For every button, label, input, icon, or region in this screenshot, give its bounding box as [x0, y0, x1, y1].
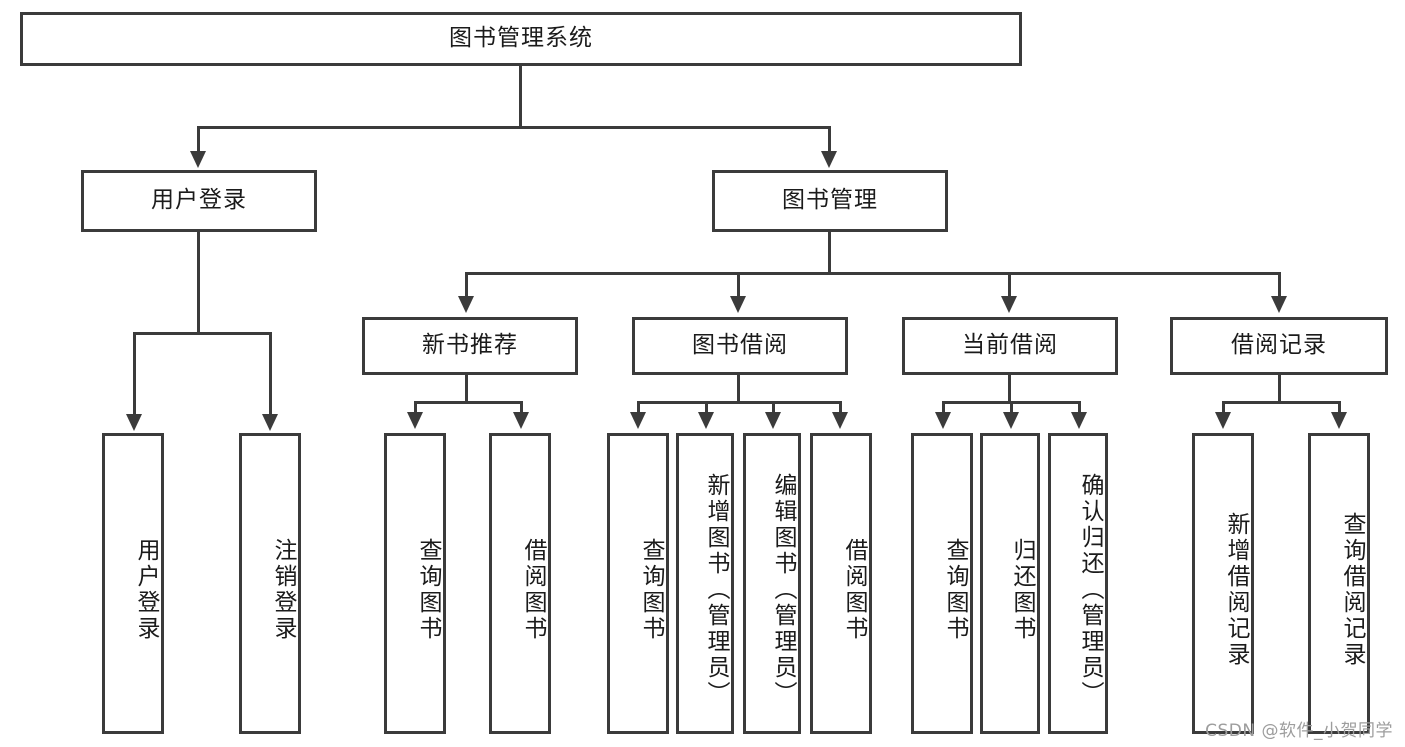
edge-level1-bar	[197, 126, 831, 129]
leaf-new-book-2[interactable]: 借阅图书	[489, 433, 551, 734]
edge-borrow-record-leaf-2	[1338, 401, 1341, 414]
arrow-current-borrow-leaf-2	[1003, 412, 1019, 429]
node-current-borrow-label: 当前借阅	[962, 332, 1058, 359]
edge-book-borrow-leaf-bar	[637, 401, 842, 404]
arrow-to-current-borrow	[1001, 296, 1017, 313]
edge-new-book-leaf-2	[520, 401, 523, 414]
leaf-user-login-2-label: 注销登录	[270, 537, 296, 642]
leaf-current-borrow-1[interactable]: 查询图书	[911, 433, 973, 734]
arrow-borrow-record-leaf-1	[1215, 412, 1231, 429]
edge-new-book-stem	[465, 375, 468, 403]
node-borrow-record[interactable]: 借阅记录	[1170, 317, 1388, 375]
leaf-new-book-1-label: 查询图书	[415, 537, 441, 642]
node-root-label: 图书管理系统	[449, 25, 593, 52]
edge-level2-bar	[465, 272, 1281, 275]
leaf-borrow-record-2[interactable]: 查询借阅记录	[1308, 433, 1370, 734]
leaf-borrow-record-1[interactable]: 新增借阅记录	[1192, 433, 1254, 734]
node-current-borrow[interactable]: 当前借阅	[902, 317, 1118, 375]
edge-to-book-manage	[828, 126, 831, 154]
arrow-to-borrow-record	[1271, 296, 1287, 313]
leaf-current-borrow-3[interactable]: 确认归还（管理员）	[1048, 433, 1108, 734]
edge-current-borrow-leaf-3	[1078, 401, 1081, 414]
arrow-user-login-leaf-1	[126, 414, 142, 431]
edge-to-book-borrow	[737, 272, 740, 298]
edge-user-login-leaf-1	[133, 332, 136, 416]
edge-to-borrow-record	[1278, 272, 1281, 298]
leaf-borrow-record-2-label: 查询借阅记录	[1339, 511, 1365, 668]
leaf-book-borrow-1-label: 查询图书	[638, 537, 664, 642]
leaf-user-login-2[interactable]: 注销登录	[239, 433, 301, 734]
node-new-book[interactable]: 新书推荐	[362, 317, 578, 375]
edge-to-new-book	[465, 272, 468, 298]
arrow-user-login-leaf-2	[262, 414, 278, 431]
edge-current-borrow-leaf-2	[1010, 401, 1013, 414]
arrow-to-user-login	[190, 151, 206, 168]
edge-new-book-leaf-bar	[414, 401, 523, 404]
node-new-book-label: 新书推荐	[422, 332, 518, 359]
edge-user-login-stem	[197, 232, 200, 334]
leaf-book-borrow-4[interactable]: 借阅图书	[810, 433, 872, 734]
node-user-login-label: 用户登录	[151, 187, 247, 214]
edge-borrow-record-stem	[1278, 375, 1281, 403]
leaf-current-borrow-2[interactable]: 归还图书	[980, 433, 1040, 734]
leaf-book-borrow-4-label: 借阅图书	[841, 537, 867, 642]
arrow-book-borrow-leaf-1	[630, 412, 646, 429]
arrow-book-borrow-leaf-3	[765, 412, 781, 429]
edge-to-current-borrow	[1008, 272, 1011, 298]
edge-current-borrow-stem	[1008, 375, 1011, 403]
arrow-new-book-leaf-2	[513, 412, 529, 429]
node-book-borrow[interactable]: 图书借阅	[632, 317, 848, 375]
edge-user-login-leaf-2	[269, 332, 272, 416]
leaf-book-borrow-2-label: 新增图书（管理员）	[703, 472, 729, 707]
leaf-user-login-1[interactable]: 用户登录	[102, 433, 164, 734]
leaf-user-login-1-label: 用户登录	[133, 537, 159, 642]
leaf-book-borrow-3[interactable]: 编辑图书（管理员）	[743, 433, 801, 734]
arrow-current-borrow-leaf-3	[1071, 412, 1087, 429]
edge-borrow-record-leaf-bar	[1222, 401, 1341, 404]
edge-root-stem	[519, 66, 522, 128]
edge-book-manage-stem	[828, 232, 831, 274]
edge-book-borrow-leaf-3	[772, 401, 775, 414]
leaf-current-borrow-3-label: 确认归还（管理员）	[1077, 472, 1103, 707]
edge-to-user-login	[197, 126, 200, 154]
edge-current-borrow-leaf-1	[942, 401, 945, 414]
leaf-book-borrow-1[interactable]: 查询图书	[607, 433, 669, 734]
edge-new-book-leaf-1	[414, 401, 417, 414]
leaf-new-book-1[interactable]: 查询图书	[384, 433, 446, 734]
leaf-borrow-record-1-label: 新增借阅记录	[1223, 511, 1249, 668]
edge-book-borrow-stem	[737, 375, 740, 403]
edge-borrow-record-leaf-1	[1222, 401, 1225, 414]
arrow-borrow-record-leaf-2	[1331, 412, 1347, 429]
arrow-current-borrow-leaf-1	[935, 412, 951, 429]
arrow-to-new-book	[458, 296, 474, 313]
edge-book-borrow-leaf-4	[839, 401, 842, 414]
leaf-current-borrow-1-label: 查询图书	[942, 537, 968, 642]
leaf-new-book-2-label: 借阅图书	[520, 537, 546, 642]
leaf-current-borrow-2-label: 归还图书	[1009, 537, 1035, 642]
leaf-book-borrow-3-label: 编辑图书（管理员）	[770, 472, 796, 707]
node-borrow-record-label: 借阅记录	[1231, 332, 1327, 359]
edge-book-borrow-leaf-1	[637, 401, 640, 414]
arrow-book-borrow-leaf-4	[832, 412, 848, 429]
node-book-manage-label: 图书管理	[782, 187, 878, 214]
node-root[interactable]: 图书管理系统	[20, 12, 1022, 66]
edge-book-borrow-leaf-2	[705, 401, 708, 414]
arrow-to-book-manage	[821, 151, 837, 168]
arrow-to-book-borrow	[730, 296, 746, 313]
leaf-book-borrow-2[interactable]: 新增图书（管理员）	[676, 433, 734, 734]
node-book-manage[interactable]: 图书管理	[712, 170, 948, 232]
arrow-book-borrow-leaf-2	[698, 412, 714, 429]
node-user-login[interactable]: 用户登录	[81, 170, 317, 232]
edge-user-login-leaf-bar	[133, 332, 272, 335]
node-book-borrow-label: 图书借阅	[692, 332, 788, 359]
arrow-new-book-leaf-1	[407, 412, 423, 429]
